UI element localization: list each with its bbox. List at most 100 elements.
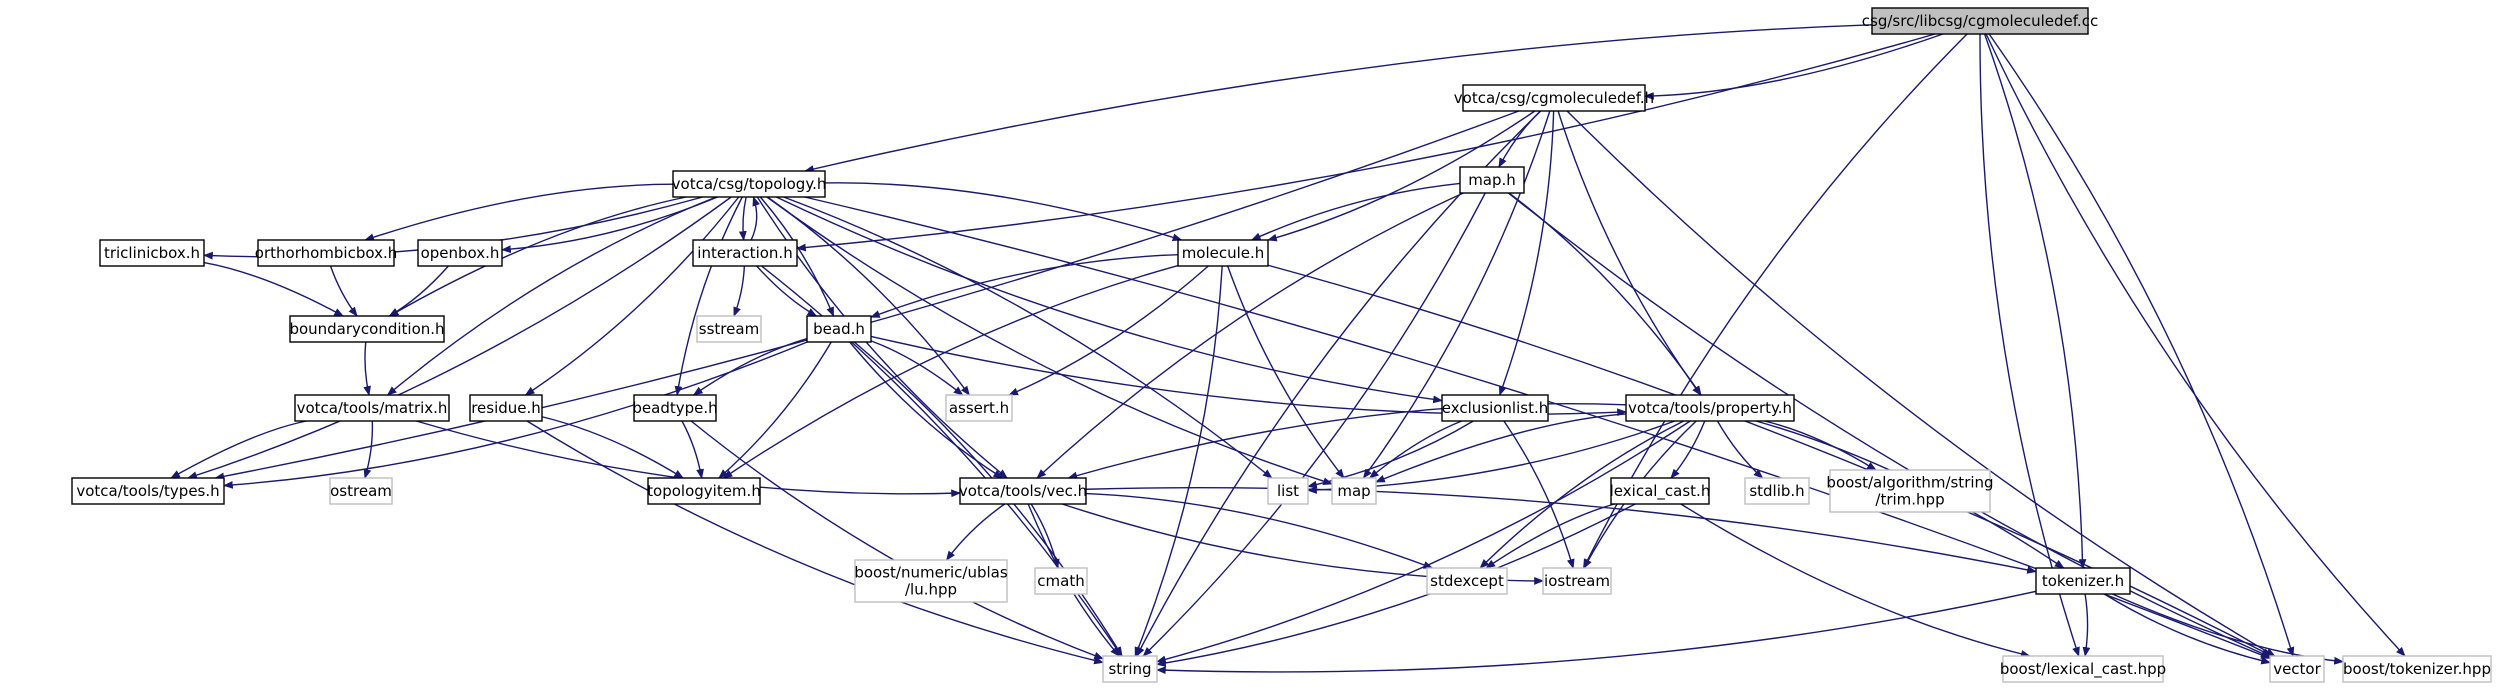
node-label: votca/csg/cgmoleculedef.h xyxy=(1454,89,1654,107)
node-list: list xyxy=(1267,477,1309,505)
node-label: votca/tools/matrix.h xyxy=(297,399,448,417)
edge-vec_h-to-tokenizer_h xyxy=(1085,486,2037,574)
node-box xyxy=(469,394,543,422)
edge-openbox_h-to-boundarycondition_h xyxy=(388,265,449,317)
edge-property_h-to-trim_hpp xyxy=(1764,420,1877,471)
node-label: boundarycondition.h xyxy=(289,320,444,338)
node-stdexcept: stdexcept xyxy=(1426,567,1508,595)
node-topology-h[interactable]: votca/csg/topology.h xyxy=(672,170,827,198)
node-box xyxy=(2002,655,2164,683)
node-bead-h[interactable]: bead.h xyxy=(806,315,872,343)
edge-bead_h-to-assert_h xyxy=(870,340,964,396)
node-boost-tokenizer-hpp: boost/tokenizer.hpp xyxy=(2342,655,2492,683)
node-openbox-h[interactable]: openbox.h xyxy=(417,239,503,267)
edge-topology_h-to-types_h xyxy=(187,196,732,480)
node-box xyxy=(854,559,1008,603)
edge-matrix_h-to-ostream xyxy=(363,420,374,479)
edge-beadtype_h-to-string xyxy=(690,420,1104,660)
node-box xyxy=(289,315,445,343)
node-assert-h: assert.h xyxy=(945,394,1013,422)
node-label: boost/numeric/ublas xyxy=(854,564,1008,582)
node-orthorhombicbox-h[interactable]: orthorhombicbox.h xyxy=(255,239,397,267)
node-label: csg/src/libcsg/cgmoleculedef.cc xyxy=(1862,12,2098,30)
node-matrix-h[interactable]: votca/tools/matrix.h xyxy=(294,394,450,422)
edge-lexical_cast_h-to-stdexcept xyxy=(1485,503,1615,569)
edge-exclusionlist_h-to-list xyxy=(1307,420,1474,489)
node-box xyxy=(1871,7,2089,35)
node-label: sstream xyxy=(699,320,759,338)
node-property-h[interactable]: votca/tools/property.h xyxy=(1625,394,1795,422)
node-interaction-h[interactable]: interaction.h xyxy=(692,239,798,267)
node-lexical-cast-h[interactable]: lexical_cast.h xyxy=(1610,477,1711,505)
node-label: votca/tools/types.h xyxy=(76,482,219,500)
node-beadtype-h[interactable]: beadtype.h xyxy=(632,394,718,422)
node-trim-hpp: boost/algorithm/string/trim.hpp xyxy=(1826,469,1994,513)
node-label: triclinicbox.h xyxy=(104,244,200,262)
node-label: boost/algorithm/string xyxy=(1826,474,1993,492)
node-box xyxy=(329,477,393,505)
node-exclusionlist-h[interactable]: exclusionlist.h xyxy=(1441,394,1549,422)
node-tokenizer-h[interactable]: tokenizer.h xyxy=(2035,567,2131,595)
node-box xyxy=(417,239,503,267)
node-vector: vector xyxy=(2269,655,2325,683)
node-box xyxy=(647,477,761,505)
edge-property_h-to-stdexcept xyxy=(1479,420,1685,569)
node-boundarycondition-h[interactable]: boundarycondition.h xyxy=(289,315,445,343)
node-box xyxy=(2342,655,2492,683)
edge-topology_h-to-list xyxy=(783,196,1273,479)
node-triclinicbox-h[interactable]: triclinicbox.h xyxy=(99,239,205,267)
node-types-h[interactable]: votca/tools/types.h xyxy=(71,477,225,505)
edge-bead_h-to-vec_h xyxy=(849,341,1004,479)
edge-beadtype_h-to-topologyitem_h xyxy=(681,420,704,479)
node-label: residue.h xyxy=(471,399,541,417)
edge-molecule_h-to-bead_h xyxy=(870,253,1179,318)
edge-molecule_h-to-string xyxy=(1134,265,1223,657)
node-label: boost/lexical_cast.hpp xyxy=(2000,660,2166,679)
edge-vec_h-to-lu_hpp xyxy=(945,503,1006,561)
edge-root-to-cgmoleculedef_h xyxy=(1644,33,1944,100)
edge-topology_h-to-residue_h xyxy=(524,196,740,396)
edge-lexical_cast_h-to-string xyxy=(1156,503,1636,667)
edge-tokenizer_h-to-boost_lexical_cast_hpp xyxy=(2082,593,2091,657)
node-box xyxy=(1267,477,1309,505)
edge-topology_h-to-exclusionlist_h xyxy=(775,196,1443,404)
node-root[interactable]: csg/src/libcsg/cgmoleculedef.cc xyxy=(1862,7,2098,35)
node-label: string xyxy=(1108,660,1151,678)
node-label: vector xyxy=(2273,660,2321,678)
node-box xyxy=(99,239,205,267)
edge-residue_h-to-string xyxy=(526,420,1104,665)
node-ostream: ostream xyxy=(329,477,393,505)
edge-root-to-boost_tokenizer_hpp xyxy=(1985,33,2406,657)
node-box xyxy=(1331,477,1377,505)
node-topologyitem-h[interactable]: topologyitem.h xyxy=(647,477,761,505)
edge-map_h-to-string xyxy=(1142,192,1486,657)
node-cgmoleculedef-h[interactable]: votca/csg/cgmoleculedef.h xyxy=(1454,84,1654,112)
node-box xyxy=(633,394,717,422)
node-label: orthorhombicbox.h xyxy=(255,244,397,262)
edge-molecule_h-to-topologyitem_h xyxy=(722,264,1179,479)
edge-exclusionlist_h-to-map xyxy=(1368,420,1463,479)
node-label: bead.h xyxy=(813,320,865,338)
node-box xyxy=(692,239,798,267)
edge-cgmoleculedef_h-to-types_h xyxy=(214,110,1520,481)
edge-property_h-to-map xyxy=(1375,413,1627,483)
node-label: boost/tokenizer.hpp xyxy=(2343,660,2491,678)
node-map-h[interactable]: map.h xyxy=(1459,166,1525,194)
edge-property_h-to-stdlib_h xyxy=(1716,420,1764,479)
node-molecule-h[interactable]: molecule.h xyxy=(1177,239,1269,267)
edge-bead_h-to-types_h xyxy=(223,341,808,489)
node-box xyxy=(1462,84,1646,112)
node-label: stdlib.h xyxy=(1749,482,1804,500)
node-label: stdexcept xyxy=(1430,572,1504,590)
edge-cgmoleculedef_h-to-vector xyxy=(1566,110,2276,657)
edge-matrix_h-to-types_h xyxy=(170,420,307,479)
edge-vec_h-to-stdexcept xyxy=(1085,492,1434,569)
node-boost-lexical-cast-hpp: boost/lexical_cast.hpp xyxy=(2000,655,2166,683)
edge-topology_h-to-boundarycondition_h xyxy=(388,196,687,317)
node-box xyxy=(1542,567,1612,595)
edge-map_h-to-vec_h xyxy=(1036,192,1464,479)
nodes-layer: csg/src/libcsg/cgmoleculedef.cc votca/csg… xyxy=(71,7,2492,683)
node-residue-h[interactable]: residue.h xyxy=(469,394,543,422)
node-vec-h[interactable]: votca/tools/vec.h xyxy=(959,477,1087,505)
